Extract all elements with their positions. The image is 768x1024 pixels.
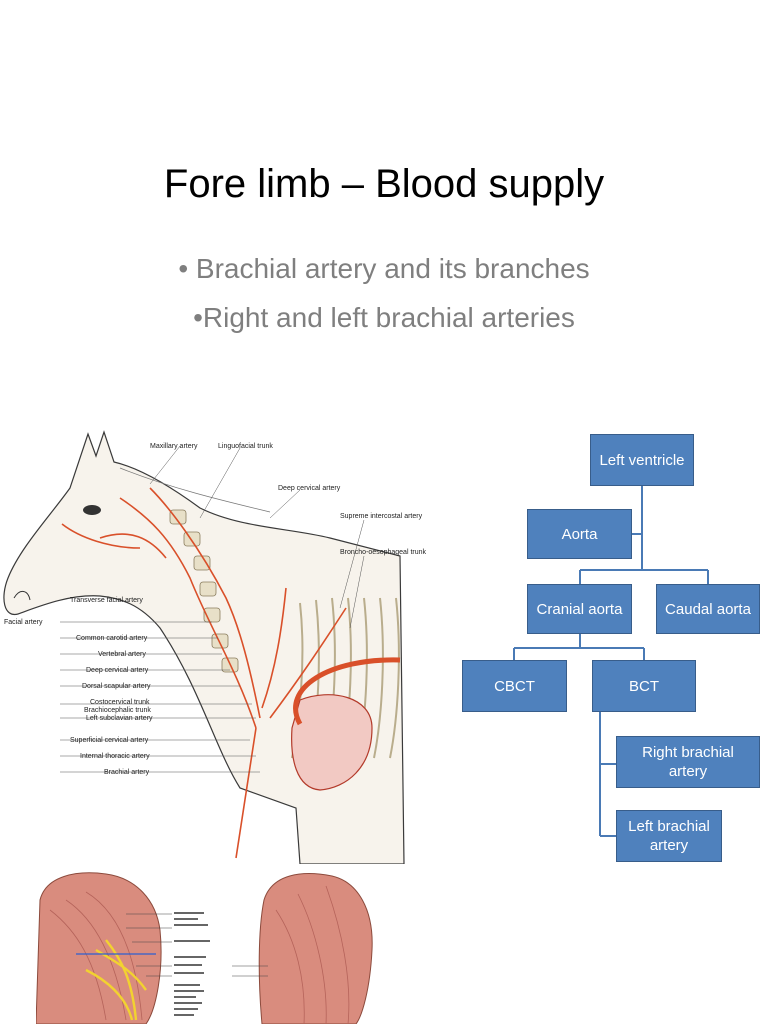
- label-maxillary-artery: Maxillary artery: [150, 443, 198, 450]
- node-left-brachial-artery: Left brachial artery: [616, 810, 722, 862]
- label-internal-thoracic-artery: Internal thoracic artery: [80, 753, 150, 760]
- label-deep-cervical-artery: Deep cervical artery: [86, 667, 149, 674]
- node-left-ventricle: Left ventricle: [590, 434, 694, 486]
- label-superficial-cervical-artery: Superficial cervical artery: [70, 737, 149, 744]
- slide-title: Fore limb – Blood supply: [163, 162, 605, 206]
- label-brachiocephalic-trunk: Brachiocephalic trunk: [84, 707, 151, 714]
- node-bct: BCT: [592, 660, 696, 712]
- shoulder-dissection-illustration: [36, 872, 373, 1024]
- bullet-brachial-branches: • Brachial artery and its branches: [178, 253, 590, 284]
- label-dorsal-scapular-artery: Dorsal scapular artery: [82, 683, 151, 690]
- label-supreme-intercostal-artery: Supreme intercostal artery: [340, 513, 423, 520]
- label-deep-cervical-artery-top: Deep cervical artery: [278, 485, 341, 492]
- label-facial-artery: Facial artery: [4, 619, 43, 626]
- label-transverse-facial-artery: Transverse facial artery: [70, 597, 143, 604]
- node-caudal-aorta: Caudal aorta: [656, 584, 760, 634]
- label-brachial-artery: Brachial artery: [104, 769, 150, 776]
- node-aorta: Aorta: [527, 509, 632, 559]
- node-cranial-aorta: Cranial aorta: [527, 584, 632, 634]
- label-broncho-oesophageal-trunk: Broncho-oesophageal trunk: [340, 549, 427, 556]
- node-cbct: CBCT: [462, 660, 567, 712]
- node-right-brachial-artery: Right brachial artery: [616, 736, 760, 788]
- label-vertebral-artery: Vertebral artery: [98, 651, 146, 658]
- label-linguofacial-trunk: Linguofacial trunk: [218, 443, 273, 450]
- bullet-right-left-brachial: •Right and left brachial arteries: [193, 302, 575, 333]
- horse-blood-supply-illustration: Maxillary artery Linguofacial trunk Deep…: [3, 430, 427, 864]
- label-left-subclavian-artery: Left subclavian artery: [86, 715, 153, 722]
- label-common-carotid-artery: Common carotid artery: [76, 635, 148, 642]
- label-costocervical-trunk: Costocervical trunk: [90, 699, 150, 706]
